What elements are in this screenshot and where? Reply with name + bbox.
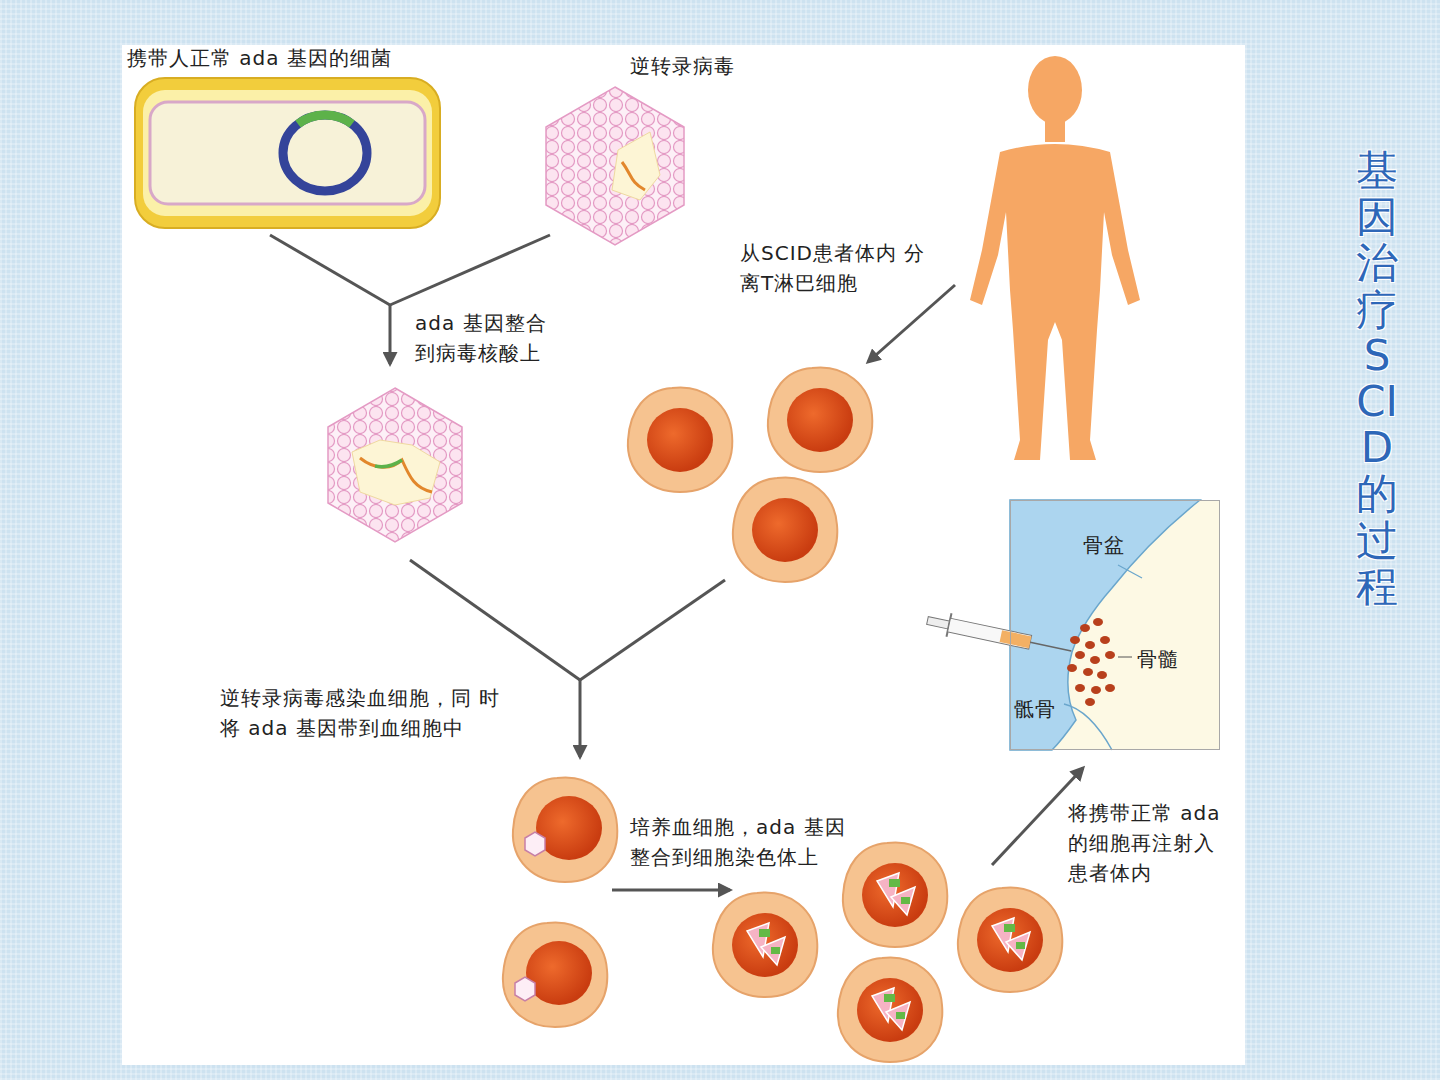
recombinant-virus-part: [328, 388, 462, 542]
step-note: ada 基因整合 到病毒核酸上: [415, 308, 567, 368]
t-lymphocytes-part: [768, 368, 872, 472]
flow-arrow: [868, 285, 955, 362]
bone-inset-part-part: [1085, 698, 1095, 706]
retrovirus-part: [546, 87, 684, 245]
bone-inset-part-part: [1091, 686, 1101, 694]
bacterium: [135, 78, 440, 228]
syringe: [925, 609, 1074, 663]
bone-inset-part-part: [1067, 664, 1077, 672]
modified-cells-part: [843, 843, 947, 947]
bone-inset-part-part: [1075, 684, 1085, 692]
bone-inset-part: [1010, 500, 1200, 750]
retrovirus-part: [612, 132, 660, 200]
caption: 携带人正常 ada 基因的细菌: [127, 44, 392, 73]
infected-cells-part: [503, 923, 607, 1027]
bone-inset-part-part: [1080, 624, 1090, 632]
flow-arrow: [579, 680, 582, 757]
recombinant-virus: [328, 388, 462, 542]
step-note: 将携带正常 ada 的细胞再注射入 患者体内: [1068, 798, 1240, 888]
bone-inset-part-part: [1075, 651, 1085, 659]
patient-figure-part: [1045, 118, 1065, 142]
caption: 逆转录病毒: [630, 52, 735, 81]
modified-cells-part: [838, 958, 942, 1062]
syringe-part: [948, 618, 1032, 649]
flow-arrow: [390, 235, 550, 305]
recombinant-virus-part: [352, 440, 440, 505]
bone-inset-part: [1067, 618, 1115, 706]
t-lymphocytes: [628, 368, 872, 582]
bacterium-part: [283, 115, 367, 191]
vertical-title: 基因治疗 SCID 的过程: [1356, 148, 1398, 610]
flow-arrow: [389, 305, 392, 364]
syringe-part: [1030, 642, 1071, 651]
syringe-part: [927, 617, 950, 629]
retrovirus: [546, 87, 684, 245]
bone-inset-part-part: [1083, 668, 1093, 676]
retrovirus-part: [622, 162, 645, 190]
bacterium-part: [135, 78, 440, 228]
recombinant-virus-part: [360, 458, 432, 492]
bone-inset-part-part: [1100, 636, 1110, 644]
recombinant-virus-part: [375, 460, 402, 467]
bone-inset-part-part: [1105, 684, 1115, 692]
patient-figure: [970, 56, 1140, 460]
flow-arrow: [612, 889, 730, 892]
modified-cells: [713, 843, 1062, 1062]
bone-inset-part-part: [1097, 671, 1107, 679]
bone-inset: [1010, 500, 1220, 750]
step-note: 培养血细胞，ada 基因 整合到细胞染色体上: [630, 812, 872, 872]
bacterium-part: [150, 102, 425, 204]
part-label: 骶骨: [1014, 695, 1056, 724]
bone-marrow-inset: 骨盆骨髓骶骨: [1010, 500, 1220, 750]
part-label: 骨髓: [1137, 645, 1179, 674]
flow-arrow: [580, 580, 725, 680]
infected-cells: [503, 778, 617, 1027]
bone-inset-part-part: [1090, 656, 1100, 664]
patient-figure-part: [1028, 56, 1082, 124]
t-lymphocytes-part: [733, 478, 837, 582]
step-note: 从SCID患者体内 分离T淋巴细胞: [740, 238, 932, 298]
part-label: 骨盆: [1083, 531, 1125, 560]
bone-inset-part: [1118, 565, 1142, 578]
bacterium-part: [298, 115, 352, 124]
bone-inset-part-part: [1070, 636, 1080, 644]
patient-figure-part: [970, 144, 1140, 460]
step-note: 逆转录病毒感染血细胞，同 时将 ada 基因带到血细胞中: [220, 683, 502, 743]
bone-inset-part-part: [1105, 651, 1115, 659]
bone-inset-part: [1064, 704, 1112, 750]
infected-cells-part: [513, 778, 617, 882]
flow-arrow: [410, 560, 580, 680]
bone-inset-part: [1118, 657, 1132, 658]
t-lymphocytes-part: [628, 388, 732, 492]
syringe-part: [1000, 630, 1032, 648]
bacterium-group: 携带人正常 ada 基因的细菌: [125, 44, 465, 234]
bone-inset-part-part: [1085, 641, 1095, 649]
modified-cells-part: [958, 888, 1062, 992]
bacterium-part: [143, 90, 432, 216]
modified-cells-part: [713, 893, 817, 997]
retrovirus-group: 逆转录病毒: [610, 50, 780, 250]
flow-arrow: [270, 235, 390, 305]
bone-inset-part-part: [1093, 618, 1103, 626]
bone-inset-part: [1010, 500, 1220, 750]
